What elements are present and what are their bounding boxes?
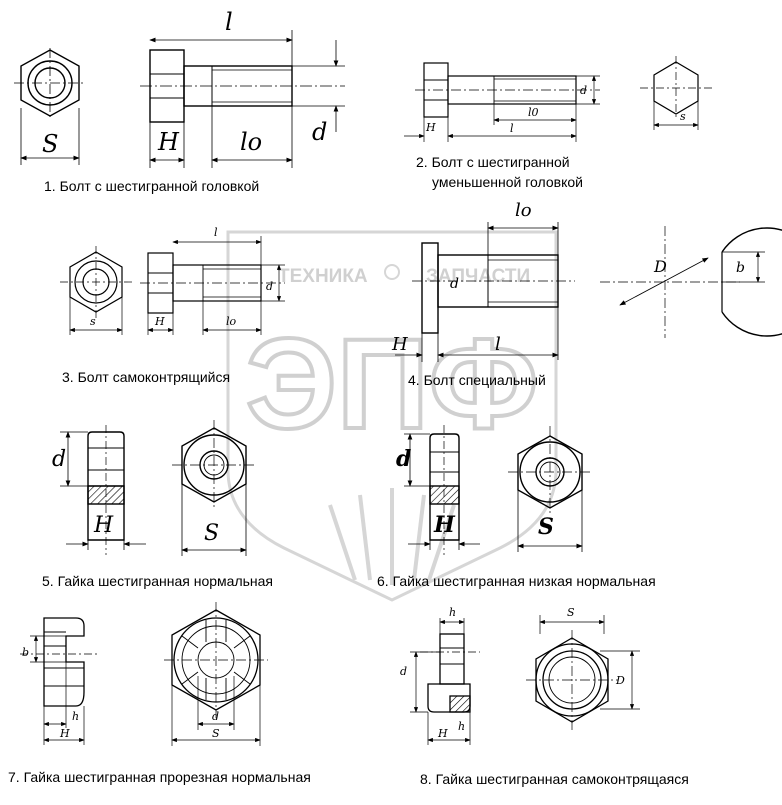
fig7-nut-slotted [20, 602, 268, 746]
caption-fig6: 6. Гайка шестигранная низкая нормальная [377, 573, 656, 589]
fig3-dim-d: d [266, 280, 273, 293]
fig8-dim-H: H [437, 727, 448, 740]
fig5-dim-S: S [204, 521, 219, 546]
fig7-dim-b: b [22, 646, 29, 659]
watermark: ТЕХНИКА ЗАПЧАСТИ ЭПФ [226, 230, 558, 602]
fig2-dim-d: d [580, 84, 587, 97]
fig5-dim-H: H [93, 513, 114, 538]
fig4-bolt-special [395, 222, 782, 362]
fig3-dim-lo: lo [226, 315, 237, 328]
caption-fig2-line2: уменьшенной головкой [432, 174, 583, 190]
fig3-dim-H: H [154, 315, 165, 328]
fig7-dim-H: H [59, 727, 70, 740]
fig4-section-D [721, 227, 782, 337]
watermark-right-word: ЗАПЧАСТИ [426, 266, 530, 287]
fig1-dim-lo: lo [240, 128, 262, 156]
watermark-shield [226, 230, 558, 602]
fig4-dim-d: d [450, 276, 459, 292]
fig8-dim-h-bottom: h [458, 720, 465, 733]
caption-fig3: 3. Болт самоконтрящийся [62, 369, 231, 385]
gear-icon [384, 264, 400, 280]
fig5-dim-d: d [52, 447, 66, 472]
fig8-dim-h: h [449, 606, 456, 619]
fig5-nut-hex-normal [60, 420, 256, 556]
fig3-dim-l: l [214, 226, 218, 239]
caption-fig5: 5. Гайка шестигранная нормальная [42, 573, 273, 589]
fig8-dim-d: d [400, 665, 407, 678]
watermark-brand: ЭПФ [246, 313, 538, 456]
fig7-dim-S: S [212, 727, 220, 740]
fig4-dim-lo: lo [515, 200, 532, 221]
fig4-dim-l: l [495, 334, 501, 355]
watermark-left-word: ТЕХНИКА [278, 266, 368, 287]
fig1-dim-d: d [312, 118, 327, 146]
fig4-dim-b: b [736, 260, 745, 276]
fig8-dim-S: S [567, 606, 575, 619]
fig2-dim-H: H [425, 121, 436, 134]
fig1-dim-H: H [157, 128, 180, 156]
fig6-dim-H: H [433, 512, 456, 538]
fig2-hex-end-view [653, 61, 699, 115]
fig1-dim-l: l [225, 8, 233, 36]
fig3-dim-s: s [90, 315, 96, 328]
caption-fig4: 4. Болт специальный [408, 372, 546, 388]
wheat-icon [328, 488, 456, 585]
fig8-dim-D: D [615, 674, 625, 687]
caption-fig2-line1: 2. Болт с шестигранной [416, 154, 570, 170]
fig4-dim-D: D [653, 257, 667, 276]
caption-fig8: 8. Гайка шестигранная самоконтрящаяся [420, 771, 689, 787]
fig2-dim-l: l [510, 122, 514, 135]
fig2-bolt-reduced-head [404, 56, 712, 142]
fig2-dim-l0: l0 [528, 106, 539, 119]
caption-fig1: 1. Болт с шестигранной головкой [44, 178, 260, 194]
fig1-bolt-hex-head [14, 30, 345, 168]
fig8-nut-self-locking [410, 615, 640, 745]
fig8-hatched-section [449, 695, 471, 713]
fig6-hatched-section [429, 485, 460, 505]
fig4-dim-H: H [391, 334, 408, 355]
fig3-bolt-self-locking [60, 236, 285, 335]
fig2-dim-s: s [680, 110, 686, 123]
fig6-dim-d: d [396, 446, 411, 472]
caption-fig7: 7. Гайка шестигранная прорезная нормальн… [8, 769, 311, 785]
fig1-dim-S: S [42, 130, 58, 158]
fig7-dim-d: d [212, 710, 219, 723]
fig7-dim-h: h [72, 710, 79, 723]
fig6-nut-hex-low [404, 425, 592, 555]
fig6-dim-S: S [538, 514, 554, 540]
